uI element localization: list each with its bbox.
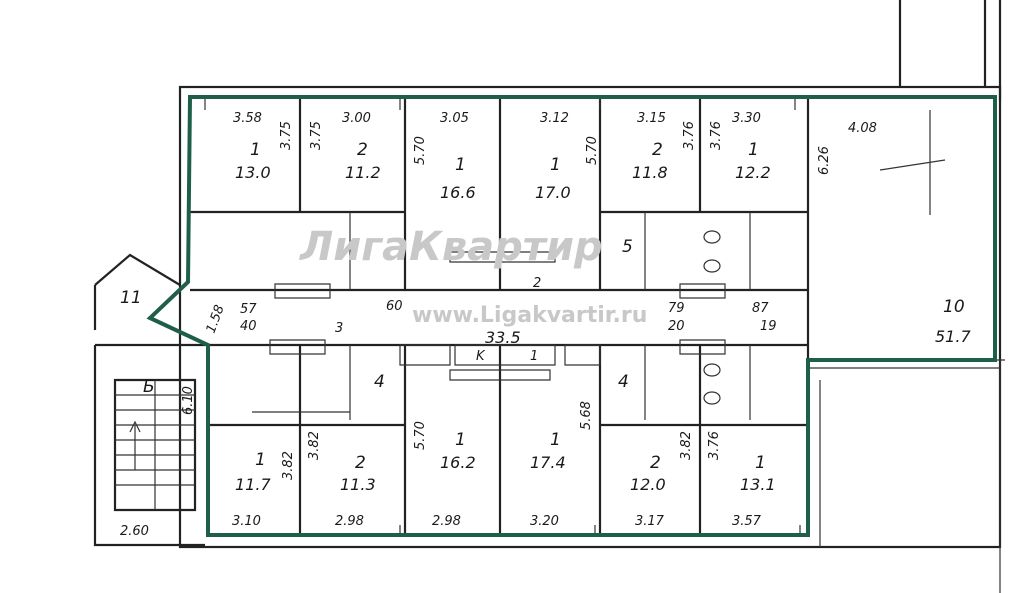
- building-walls: [93, 0, 1005, 593]
- room-depth: 3.82: [307, 431, 322, 460]
- room-depth: 3.76: [707, 431, 722, 460]
- stair-width: 2.60: [120, 524, 149, 539]
- room-depth: 5.68: [579, 401, 594, 430]
- room-width: 3.20: [530, 514, 559, 529]
- room-width: 3.57: [732, 514, 762, 529]
- room-number: 2: [652, 140, 663, 160]
- room-width: 2.98: [432, 514, 461, 529]
- room-area: 13.0: [235, 163, 271, 182]
- room-area: 12.2: [735, 163, 771, 182]
- room-area: 16.2: [440, 453, 476, 472]
- room-number: 2: [355, 453, 366, 473]
- room-width: 3.58: [233, 111, 262, 126]
- room-number: 1: [550, 155, 561, 175]
- service-room-number: 5: [622, 237, 633, 257]
- corridor-mark: 20: [668, 319, 685, 334]
- corridor-mark: 57: [240, 302, 257, 317]
- room-width: 3.30: [732, 111, 761, 126]
- room-number: 1: [550, 430, 561, 450]
- room-depth: 5.70: [413, 421, 428, 450]
- room-number: 10: [943, 297, 965, 317]
- room-depth: 5.70: [585, 136, 600, 165]
- stairwell: 11 Б 2.60 6.10: [120, 288, 196, 539]
- room-area: 51.7: [935, 327, 971, 346]
- watermark-logo: ЛигаКвартир: [299, 224, 603, 270]
- room-area: 11.7: [235, 475, 271, 494]
- corridor-mark: 1.58: [204, 303, 228, 335]
- corridor-mark: 1: [530, 349, 538, 364]
- room-area: 17.4: [530, 453, 566, 472]
- room-area: 11.3: [340, 475, 376, 494]
- premises-outline: [146, 95, 997, 537]
- corridor-mark: K: [476, 349, 486, 364]
- room-width: 3.10: [232, 514, 261, 529]
- room-depth: 3.82: [679, 431, 694, 460]
- bottom-rooms: 3.10 1 11.7 3.82 2.98 2 11.3 3.82 2.98 1…: [232, 401, 776, 529]
- room-number: 1: [748, 140, 759, 160]
- stair-depth: 6.10: [181, 386, 196, 415]
- corridor-mark: 2: [533, 276, 541, 291]
- room-number: 1: [255, 450, 266, 470]
- corridor-mark: 60: [386, 299, 403, 314]
- room-width: 3.05: [440, 111, 469, 126]
- corridor-mark: 19: [760, 319, 777, 334]
- service-room-number: 4: [374, 372, 385, 392]
- room-depth: 5.70: [413, 136, 428, 165]
- room-width: 3.17: [635, 514, 665, 529]
- stair-number: 11: [120, 288, 142, 308]
- room-depth: 3.75: [309, 121, 324, 150]
- room-area: 12.0: [630, 475, 666, 494]
- room-width: 2.98: [335, 514, 364, 529]
- room-depth: 3.75: [279, 121, 294, 150]
- corridor-area: 33.5: [485, 328, 521, 347]
- room-area: 17.0: [535, 183, 571, 202]
- room-area: 11.2: [345, 163, 381, 182]
- corridor-mark: 87: [752, 301, 769, 316]
- room-number: 1: [250, 140, 261, 160]
- room-area: 13.1: [740, 475, 776, 494]
- service-room-number: 4: [618, 372, 629, 392]
- room-width: 4.08: [848, 121, 877, 136]
- room-depth: 6.26: [817, 146, 832, 175]
- room-number: 2: [357, 140, 368, 160]
- room-width: 3.15: [637, 111, 666, 126]
- room-number: 2: [650, 453, 661, 473]
- corridor-mark: 79: [668, 301, 685, 316]
- corridor-mark: 3: [335, 321, 343, 336]
- room-depth: 3.82: [281, 451, 296, 480]
- room-number: 1: [455, 430, 466, 450]
- corridor-mark: 40: [240, 319, 257, 334]
- room-width: 3.12: [540, 111, 569, 126]
- room-depth: 3.76: [682, 121, 697, 150]
- top-rooms: 3.58 1 13.0 3.75 3.00 2 11.2 3.75 3.05 1…: [233, 111, 771, 202]
- room-depth: 3.76: [709, 121, 724, 150]
- room-number: 1: [455, 155, 466, 175]
- stair-label: Б: [143, 377, 155, 397]
- room-width: 3.00: [342, 111, 371, 126]
- room-area: 11.8: [632, 163, 668, 182]
- room-area: 16.6: [440, 183, 476, 202]
- watermark-url: www.Ligakvartir.ru: [412, 303, 647, 328]
- hall-room: 4.08 6.26 10 51.7: [817, 121, 971, 346]
- room-number: 1: [755, 453, 766, 473]
